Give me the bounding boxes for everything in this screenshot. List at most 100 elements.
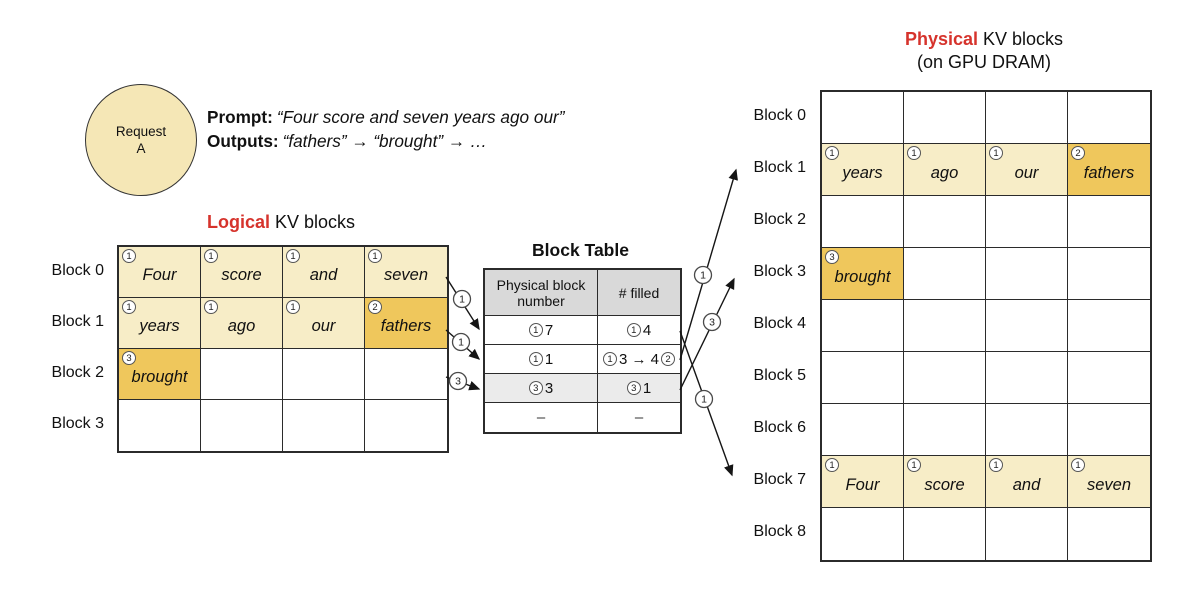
logical-row-label: Block 2 xyxy=(51,364,104,381)
logical-cell xyxy=(283,349,365,400)
token-word: score xyxy=(221,266,262,284)
physical-cell xyxy=(1068,92,1150,144)
physical-row-label: Block 0 xyxy=(753,107,806,124)
token-word: fathers xyxy=(380,317,432,335)
block-table-value: 1 xyxy=(544,350,554,368)
token-word: Four xyxy=(845,475,880,494)
block-table-cell: – xyxy=(485,403,598,432)
logical-cell xyxy=(201,400,283,451)
token-word: ago xyxy=(227,317,256,335)
step-1-badge-icon: 1 xyxy=(286,300,300,314)
token-word: brought xyxy=(834,267,891,286)
step-3-badge-icon: 3 xyxy=(825,250,839,264)
token-word: score xyxy=(924,475,965,494)
request-label: Request xyxy=(115,124,167,139)
step-3-badge-icon: 3 xyxy=(626,381,641,395)
outputs-line: Outputs:“fathers” → “brought” → … xyxy=(207,129,564,153)
logical-cell xyxy=(283,400,365,451)
step-2-badge-icon: 2 xyxy=(661,352,676,366)
token-word: our xyxy=(311,317,336,335)
step-1-badge-icon: 1 xyxy=(907,458,921,472)
logical-cell xyxy=(365,400,447,451)
physical-row-label: Block 6 xyxy=(753,419,806,436)
step-badge-number: 1 xyxy=(458,337,464,349)
mapping-arrow xyxy=(445,376,481,391)
logical-kv-title: Logical KV blocks xyxy=(206,212,356,232)
token-word: ago xyxy=(930,163,959,182)
physical-cell xyxy=(986,404,1068,456)
physical-cell xyxy=(986,196,1068,248)
token-word: seven xyxy=(383,266,429,284)
step-badge-number: 3 xyxy=(455,376,461,388)
logical-cell xyxy=(201,349,283,400)
step-1-badge-icon xyxy=(452,289,472,309)
physical-kv-subtitle: (on GPU DRAM) xyxy=(916,52,1051,72)
physical-cell xyxy=(904,404,986,456)
step-1-badge-icon: 1 xyxy=(368,249,382,263)
logical-row-label: Block 1 xyxy=(51,313,104,330)
prompt-label: Prompt: xyxy=(207,107,273,127)
step-3-badge-icon: 3 xyxy=(122,351,136,365)
block-table-title: Block Table xyxy=(532,240,629,260)
physical-cell xyxy=(986,92,1068,144)
step-1-badge-icon: 1 xyxy=(528,352,543,366)
prompt-block: Prompt:“Four score and seven years ago o… xyxy=(207,105,564,153)
step-1-badge-icon: 1 xyxy=(989,146,1003,160)
physical-cell xyxy=(822,508,904,560)
block-table-value: 3 xyxy=(544,379,554,397)
step-1-badge-icon: 1 xyxy=(122,249,136,263)
physical-cell xyxy=(822,92,904,144)
physical-cell xyxy=(986,508,1068,560)
prompt-text: “Four score and seven years ago our” xyxy=(276,107,565,127)
token-word: Four xyxy=(142,266,177,284)
step-1-badge-icon: 1 xyxy=(602,352,617,366)
logical-row-label: Block 3 xyxy=(51,415,104,432)
physical-kv-title: Physical KV blocks (on GPU DRAM) xyxy=(790,28,1178,74)
physical-row-label: Block 4 xyxy=(753,315,806,332)
step-3-badge-icon: 3 xyxy=(528,381,543,395)
block-table-value: – xyxy=(536,409,546,426)
physical-cell xyxy=(822,352,904,404)
step-1-badge-icon xyxy=(451,332,471,352)
physical-cell xyxy=(1068,404,1150,456)
step-2-badge-icon: 2 xyxy=(368,300,382,314)
physical-cell xyxy=(1068,248,1150,300)
physical-cell xyxy=(904,508,986,560)
step-1-badge-icon: 1 xyxy=(989,458,1003,472)
logical-cell: 2 fathers xyxy=(365,298,447,349)
step-badge-number: 1 xyxy=(459,294,465,306)
token-word: years xyxy=(139,317,180,335)
physical-cell xyxy=(1068,196,1150,248)
prompt-line: Prompt:“Four score and seven years ago o… xyxy=(207,105,564,129)
step-1-badge-icon: 1 xyxy=(286,249,300,263)
step-2-badge-icon: 2 xyxy=(1071,146,1085,160)
step-1-badge-icon: 1 xyxy=(122,300,136,314)
physical-row-label: Block 2 xyxy=(753,211,806,228)
outputs-text: “fathers” → “brought” → … xyxy=(282,131,488,151)
mapping-arrow xyxy=(445,329,481,360)
physical-cell xyxy=(986,248,1068,300)
logical-cell xyxy=(365,349,447,400)
physical-row-label: Block 3 xyxy=(753,263,806,280)
physical-cell xyxy=(904,300,986,352)
step-1-badge-icon: 1 xyxy=(204,249,218,263)
block-table-value: 1 xyxy=(642,379,652,397)
physical-cell xyxy=(904,248,986,300)
block-table-cell: – xyxy=(598,403,680,432)
block-table-value: 7 xyxy=(544,321,554,339)
token-word: brought xyxy=(131,368,188,386)
physical-row-label: Block 1 xyxy=(753,159,806,176)
